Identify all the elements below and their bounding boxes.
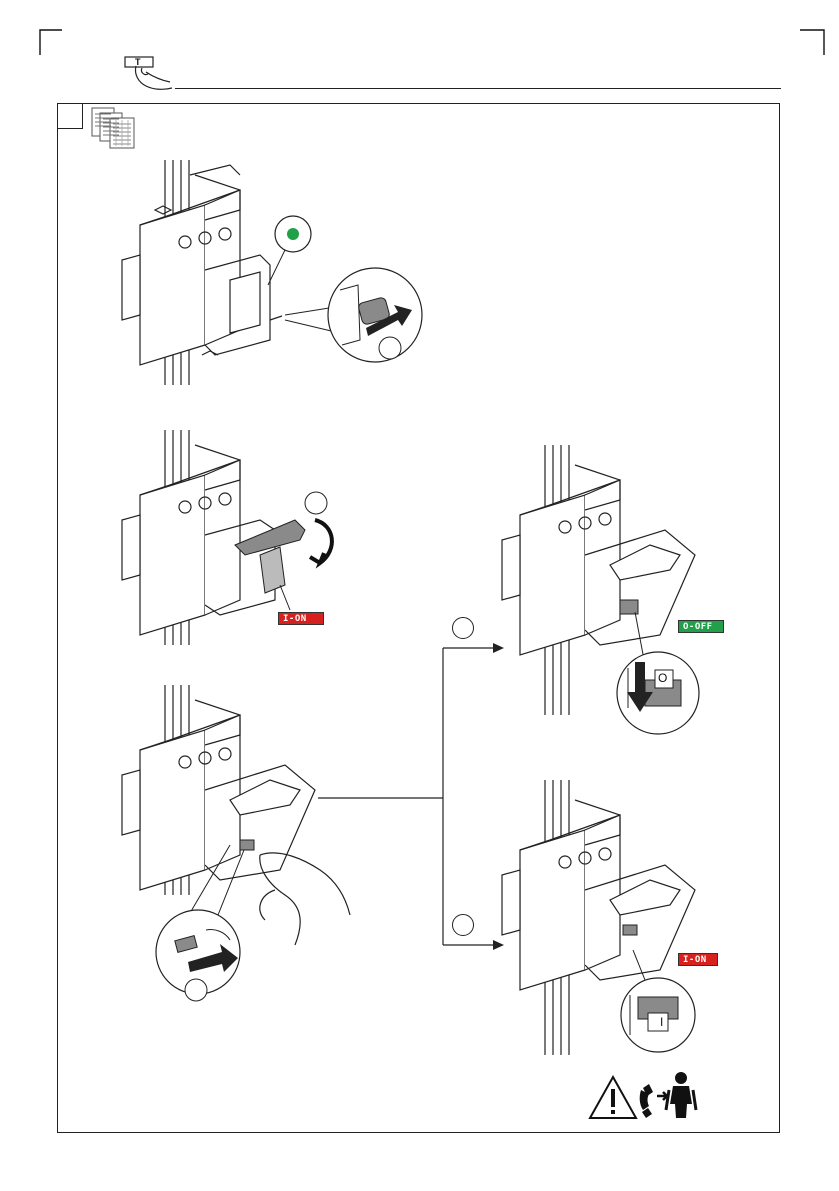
warning-triangle-icon	[588, 1075, 638, 1121]
branch-callout-2	[452, 914, 474, 936]
manual-pages-icon	[90, 104, 150, 154]
test-button-hand-icon: T	[120, 54, 180, 100]
t-key-label: T	[135, 57, 141, 67]
step-number-box	[57, 103, 83, 129]
off-symbol: O	[658, 671, 667, 685]
on-status-tag-1: I-ON	[278, 612, 324, 625]
step-callout-a	[379, 337, 401, 359]
on-symbol: I	[660, 1015, 663, 1029]
curved-arrow-icon	[310, 520, 332, 563]
off-status-tag: O-OFF	[678, 620, 724, 633]
on-status-tag-2: I-ON	[678, 953, 718, 966]
step-callout-b	[305, 492, 327, 514]
flow-connector	[318, 640, 518, 970]
lever-cover	[235, 520, 305, 555]
branch-callout-1	[452, 617, 474, 639]
breaker-illustration-5	[495, 775, 735, 1055]
service-technician-icon	[637, 1070, 707, 1120]
breaker-illustration-1	[110, 150, 440, 390]
breaker-illustration-4	[495, 440, 735, 740]
green-led-icon	[287, 228, 299, 240]
step-callout-c	[185, 979, 207, 1001]
header-rule	[175, 88, 781, 89]
